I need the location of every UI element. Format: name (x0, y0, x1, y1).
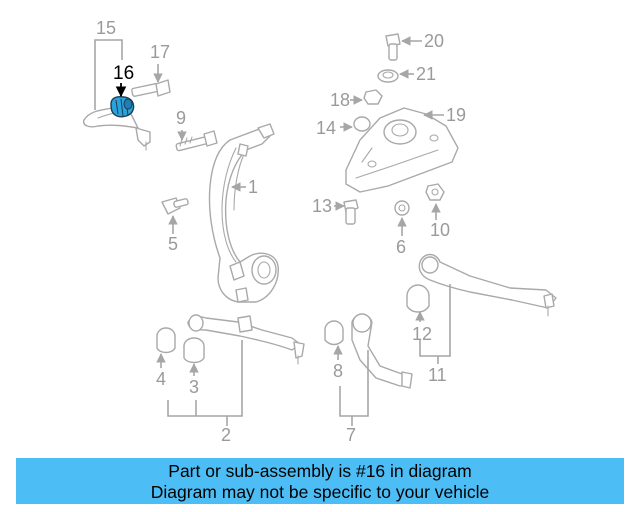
svg-text:14: 14 (316, 118, 336, 138)
svg-text:18: 18 (330, 90, 350, 110)
banner-line-2: Diagram may not be specific to your vehi… (150, 482, 490, 502)
svg-text:4: 4 (156, 369, 166, 389)
svg-text:15: 15 (96, 18, 116, 38)
callout-7: 7 (339, 350, 369, 445)
svg-text:2: 2 (221, 425, 231, 445)
part-1-steering-knuckle[interactable] (208, 123, 279, 303)
callout-3: 3 (189, 363, 199, 397)
svg-text:12: 12 (412, 324, 432, 344)
svg-text:13: 13 (312, 196, 332, 216)
part-17-bolt[interactable] (131, 79, 171, 97)
part-3-bushing[interactable] (183, 337, 205, 364)
svg-text:5: 5 (168, 234, 178, 254)
part-10-nut[interactable] (425, 183, 445, 201)
svg-text:21: 21 (416, 64, 436, 84)
svg-text:20: 20 (424, 31, 444, 51)
callout-2: 2 (167, 340, 243, 445)
svg-text:11: 11 (428, 365, 447, 385)
callout-9: 9 (176, 108, 187, 141)
part-16-bushing[interactable] (110, 95, 135, 118)
part-7-arm[interactable] (351, 313, 413, 389)
callout-17: 17 (150, 42, 170, 83)
parts-diagram: 15 16 17 9 1 (83, 18, 557, 445)
svg-text:10: 10 (430, 220, 450, 240)
part-8-bushing[interactable] (324, 320, 344, 346)
svg-text:9: 9 (176, 108, 186, 128)
part-21-washer[interactable] (377, 69, 399, 83)
svg-text:1: 1 (248, 177, 258, 197)
callout-16: 16 (113, 63, 134, 98)
callout-10: 10 (430, 203, 450, 240)
part-20-bolt[interactable] (385, 33, 401, 61)
svg-text:3: 3 (189, 377, 199, 397)
callout-19: 19 (423, 105, 466, 125)
part-4-bushing[interactable] (156, 327, 176, 354)
part-14-nut[interactable] (353, 116, 371, 132)
callout-20: 20 (401, 31, 444, 51)
part-18-nut[interactable] (363, 89, 383, 105)
callout-6: 6 (396, 217, 407, 257)
svg-text:16: 16 (113, 63, 134, 84)
callout-1: 1 (231, 177, 258, 197)
part-12-bushing[interactable] (406, 284, 430, 313)
svg-text:8: 8 (333, 361, 343, 381)
callout-13: 13 (312, 196, 345, 216)
callout-11: 11 (419, 284, 451, 385)
part-6-bushing[interactable] (394, 200, 410, 216)
part-5-bolt[interactable] (161, 197, 189, 215)
part-9-bolt[interactable] (175, 130, 218, 152)
callout-15: 15 (94, 18, 123, 110)
part-19-strut-mount[interactable] (345, 107, 459, 193)
callout-12: 12 (412, 311, 432, 344)
svg-text:7: 7 (346, 425, 356, 445)
svg-text:19: 19 (446, 105, 466, 125)
callout-18: 18 (330, 90, 363, 110)
banner-line-1: Part or sub-assembly is #16 in diagram (168, 461, 472, 481)
part-2-lower-arm[interactable] (187, 314, 305, 365)
svg-text:6: 6 (396, 237, 406, 257)
callout-4: 4 (156, 353, 166, 389)
part-13-bolt[interactable] (343, 199, 359, 225)
callout-21: 21 (399, 64, 436, 84)
info-banner: Part or sub-assembly is #16 in diagram D… (16, 458, 624, 504)
callout-5: 5 (168, 215, 178, 254)
part-11-tension-strut[interactable] (418, 253, 557, 317)
svg-text:17: 17 (150, 42, 170, 62)
callout-14: 14 (316, 118, 353, 138)
callout-8: 8 (333, 345, 343, 381)
